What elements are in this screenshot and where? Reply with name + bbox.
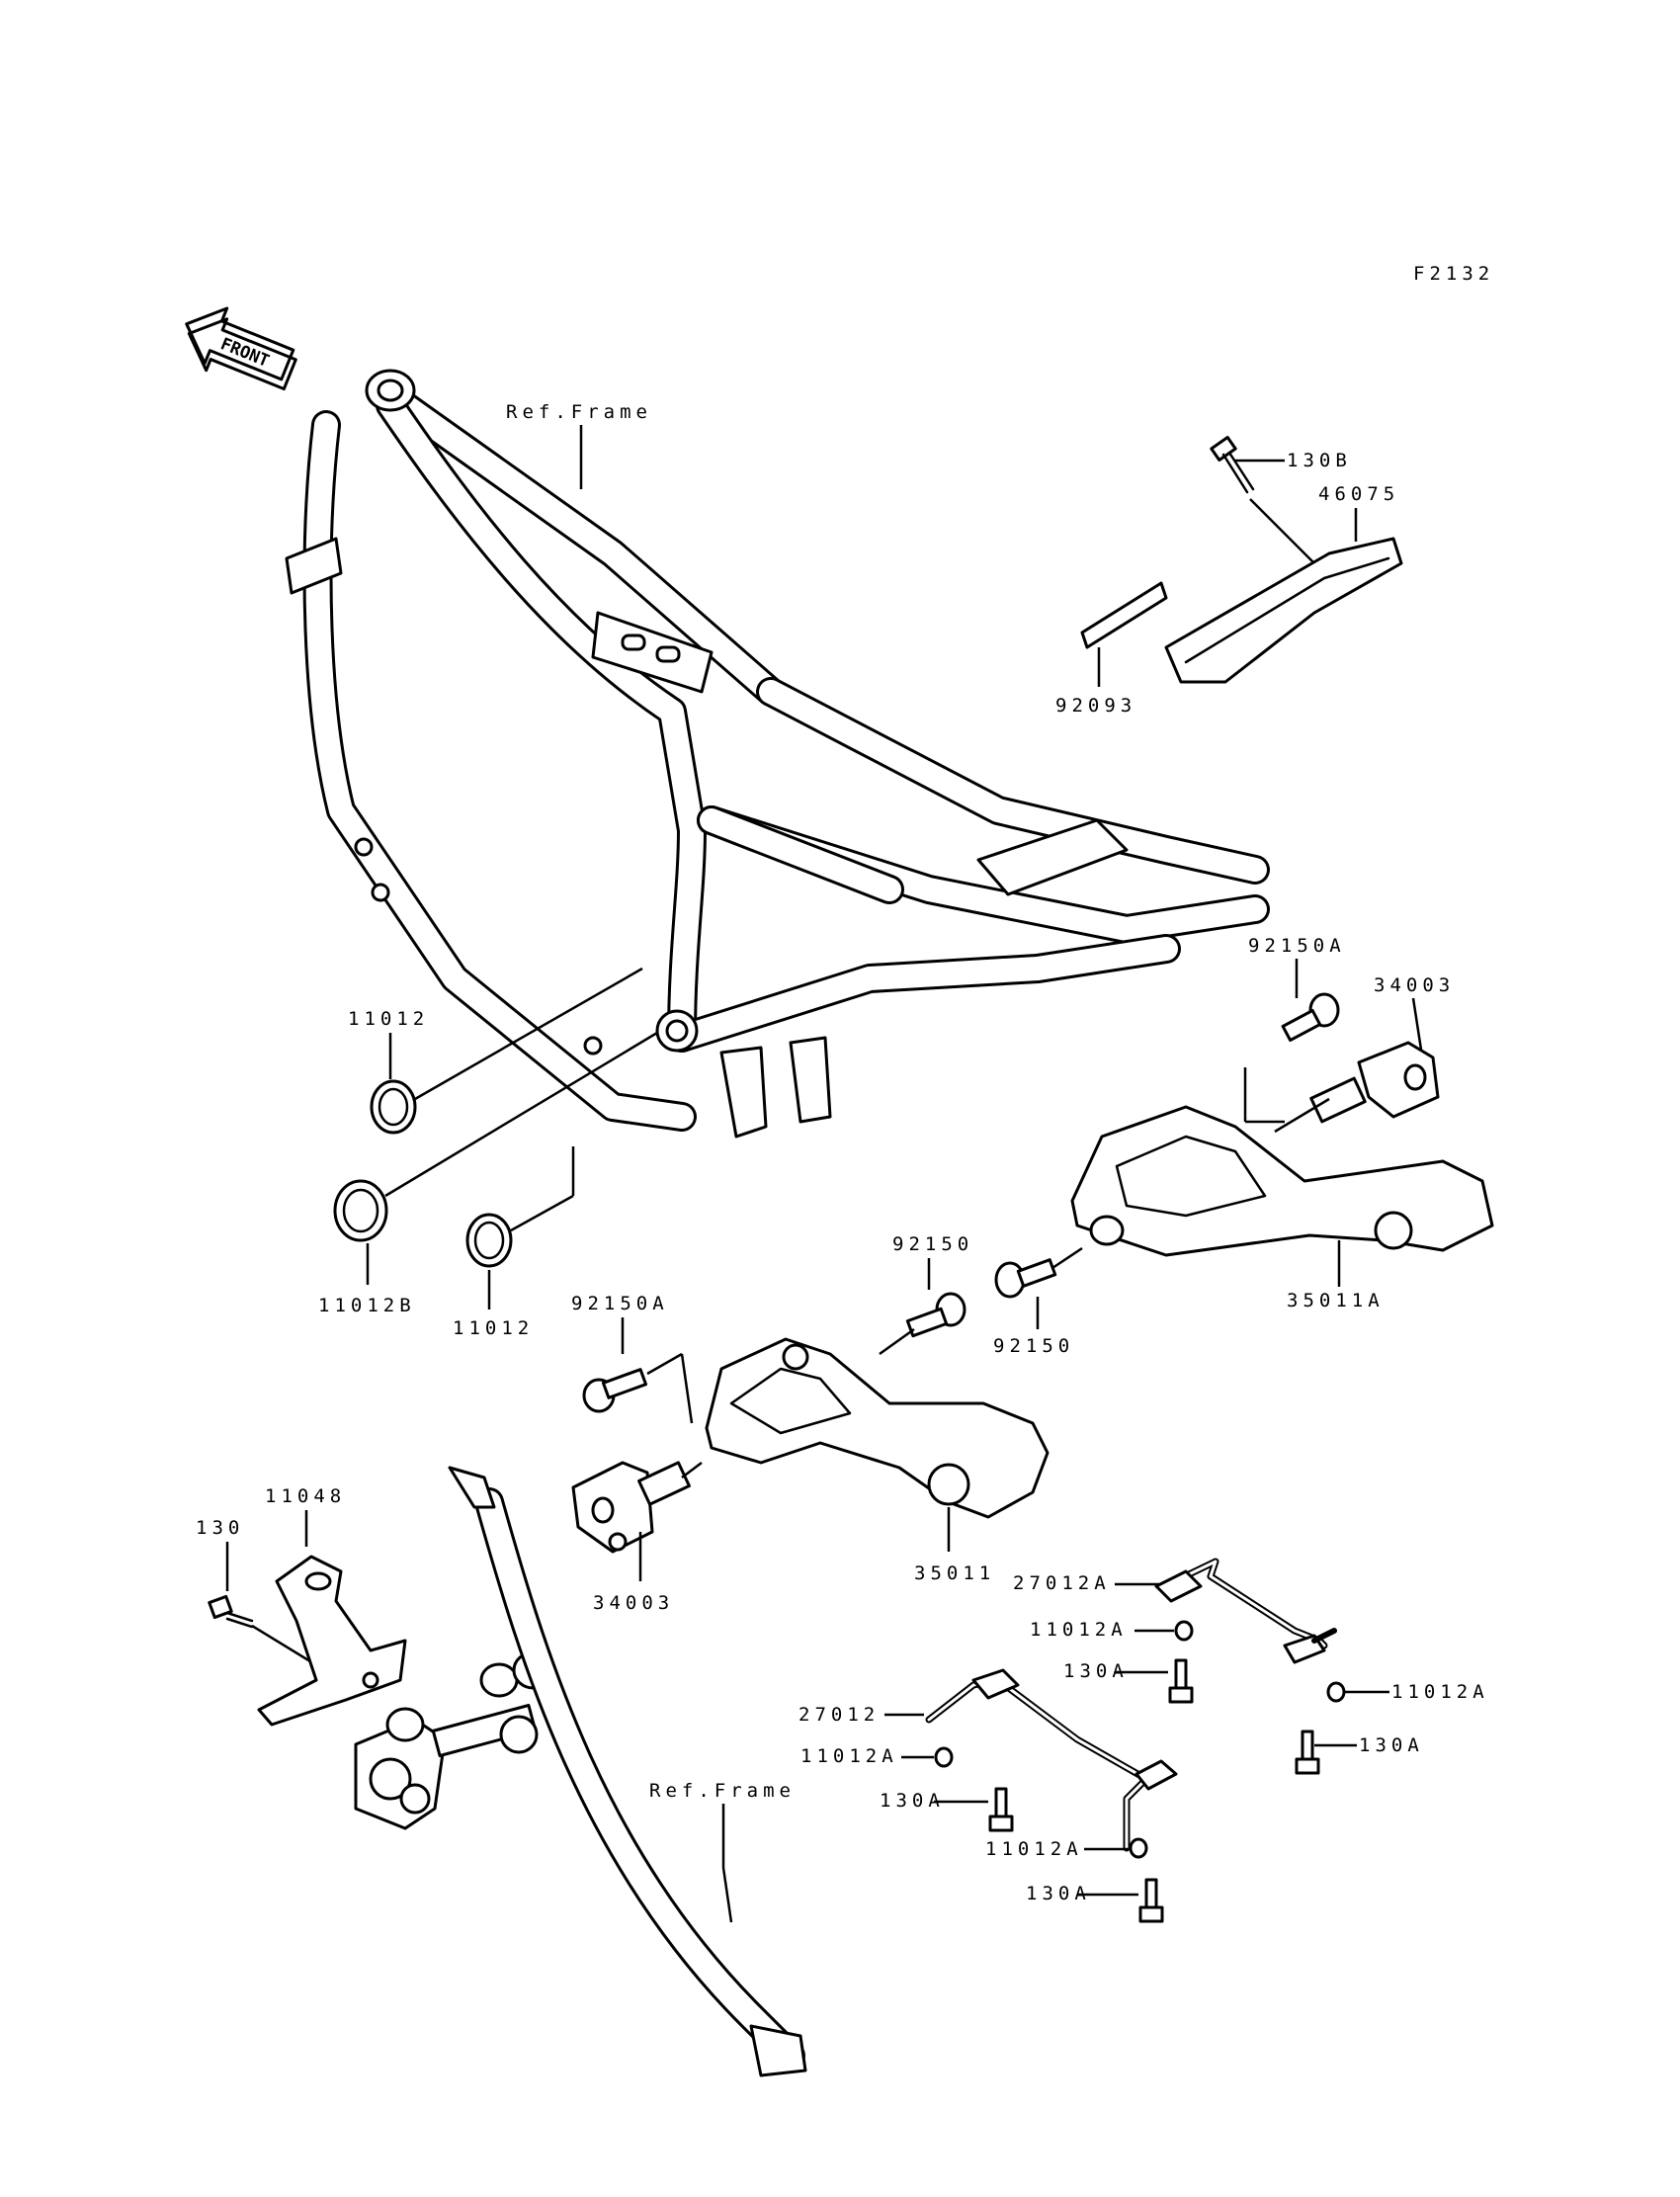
label-11048: 11048	[265, 1485, 346, 1507]
label-130A-3: 130A	[880, 1790, 945, 1812]
grommet-11012-lower	[465, 1213, 513, 1268]
grommet-11012B	[333, 1179, 388, 1242]
label-11012A-1: 11012A	[1030, 1619, 1128, 1641]
label-130A-4: 130A	[1026, 1883, 1091, 1904]
label-34003-right: 34003	[1374, 974, 1455, 996]
bolt-130A-2	[1295, 1730, 1320, 1775]
label-130B: 130B	[1287, 450, 1352, 471]
bolt-130A-1	[1168, 1658, 1194, 1704]
bolt-130B	[1210, 436, 1255, 494]
clip-11012A-3	[934, 1746, 954, 1768]
label-92093: 92093	[1055, 695, 1136, 717]
footrest-bracket-35011A	[1070, 1105, 1494, 1257]
label-46075: 46075	[1318, 483, 1399, 505]
clip-11012A-4	[1129, 1837, 1148, 1859]
front-arrow-icon: FRONT	[185, 306, 297, 391]
bolt-130A-4	[1138, 1878, 1164, 1923]
bolt-92150-mid	[994, 1258, 1057, 1299]
bracket-34003-left	[571, 1461, 691, 1554]
label-27012: 27012	[798, 1704, 880, 1726]
label-27012A: 27012A	[1013, 1572, 1111, 1594]
label-35011: 35011	[914, 1563, 995, 1584]
pivot-assembly	[354, 1650, 555, 1830]
label-92150-top: 92150	[892, 1233, 973, 1255]
label-130A-1: 130A	[1063, 1660, 1129, 1682]
label-92150-mid: 92150	[993, 1335, 1074, 1357]
ref-frame-label-bottom: Ref.Frame	[649, 1780, 796, 1802]
label-11012A-2: 11012A	[1391, 1681, 1489, 1703]
ref-frame-lower-tube	[448, 1466, 807, 2077]
label-11012A-4: 11012A	[985, 1838, 1083, 1860]
label-35011A: 35011A	[1287, 1290, 1385, 1311]
figure-code: F2132	[1413, 263, 1494, 285]
grommet-11012-upper	[370, 1079, 417, 1135]
label-11012B: 11012B	[318, 1295, 416, 1316]
label-11012-upper: 11012	[348, 1008, 429, 1030]
clip-11012A-1	[1174, 1620, 1194, 1642]
bracket-34003-right	[1309, 1041, 1440, 1124]
cable-bracket-27012A	[1154, 1558, 1337, 1664]
label-34003-left: 34003	[593, 1592, 674, 1614]
label-130: 130	[196, 1517, 244, 1539]
pad-92093	[1080, 581, 1168, 649]
ref-frame-label-top: Ref.Frame	[506, 401, 652, 423]
step-guard-46075	[1164, 537, 1403, 684]
bolt-92150A-right	[1281, 992, 1340, 1043]
bolt-130	[208, 1594, 254, 1629]
bolt-130A-3	[988, 1787, 1014, 1832]
clip-11012A-2	[1326, 1681, 1346, 1703]
bolt-92150A-left	[582, 1368, 648, 1413]
cable-bracket-27012	[925, 1668, 1178, 1852]
label-92150A-right: 92150A	[1248, 935, 1346, 957]
main-frame	[285, 369, 1270, 1139]
label-11012A-3: 11012A	[800, 1745, 898, 1767]
label-130A-2: 130A	[1359, 1734, 1424, 1756]
label-11012-lower: 11012	[453, 1317, 534, 1339]
bracket-11048	[257, 1555, 407, 1727]
label-92150A-left: 92150A	[571, 1293, 669, 1314]
bolt-92150-top	[905, 1292, 966, 1338]
footrest-bracket-35011	[705, 1337, 1050, 1519]
